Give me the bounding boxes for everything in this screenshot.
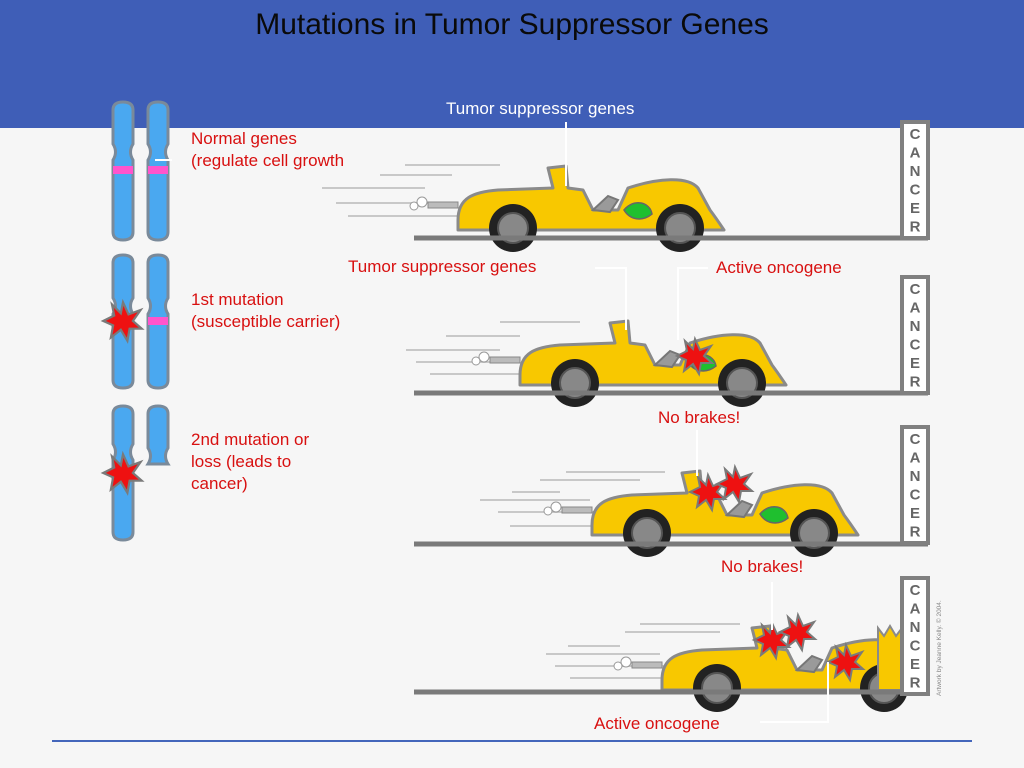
footer-divider bbox=[52, 740, 972, 742]
wall-letter: E bbox=[910, 505, 920, 522]
wall-letter: R bbox=[910, 219, 921, 236]
wall-letter: R bbox=[910, 675, 921, 692]
chromosome-pair-first-mutation bbox=[102, 253, 170, 390]
stage-label-line: 1st mutation (susceptible carrier) bbox=[191, 290, 341, 331]
wall-letter: C bbox=[910, 281, 921, 298]
chromosome-pair-second-mutation bbox=[102, 404, 171, 542]
slide-title: Mutations in Tumor Suppressor Genes bbox=[255, 8, 769, 41]
wall-letter: A bbox=[910, 300, 921, 317]
wall-letter: N bbox=[910, 619, 921, 636]
wall-letter: R bbox=[910, 524, 921, 541]
stage-label-first-mutation: 1st mutation (susceptible carrier) bbox=[191, 289, 340, 333]
stage-label-line: 2nd mutation or loss (leads to cancer) bbox=[191, 430, 310, 493]
label-tumor-suppressor-top: Tumor suppressor genes bbox=[446, 99, 635, 118]
stage-label-line: Normal genes (regulate cell growth bbox=[191, 129, 345, 170]
wall-letter: N bbox=[910, 468, 921, 485]
wall-letter: E bbox=[910, 200, 920, 217]
wall-letter: C bbox=[910, 126, 921, 143]
wall-letter: N bbox=[910, 318, 921, 335]
pointer-line bbox=[677, 267, 708, 340]
crumpled-nose bbox=[877, 624, 903, 691]
chromosome-pair-normal bbox=[111, 100, 172, 242]
wall-letter: A bbox=[910, 145, 921, 162]
header-band bbox=[0, 0, 1024, 128]
wall-letter: A bbox=[910, 601, 921, 618]
artwork-credit: Artwork by Jeanne Kelly. © 2004. bbox=[934, 588, 946, 698]
artwork-credit-text: Artwork by Jeanne Kelly. © 2004. bbox=[936, 600, 943, 696]
stage-label-second-mutation: 2nd mutation or loss (leads to cancer) bbox=[191, 429, 309, 495]
label-no-brakes-row3: No brakes! bbox=[658, 408, 741, 427]
wall-letter: E bbox=[910, 355, 920, 372]
wall-letter: C bbox=[910, 182, 921, 199]
label-no-brakes-row4: No brakes! bbox=[721, 557, 804, 576]
wall-letter: R bbox=[910, 374, 921, 391]
wall-letter: A bbox=[910, 450, 921, 467]
stage-label-normal: Normal genes (regulate cell growth bbox=[191, 128, 344, 172]
pointer-line bbox=[595, 267, 627, 330]
wall-letter: C bbox=[910, 582, 921, 599]
label-active-oncogene-row2: Active oncogene bbox=[716, 258, 842, 277]
pointer-line bbox=[760, 662, 829, 723]
wall-letter: N bbox=[910, 163, 921, 180]
wall-letter: C bbox=[910, 431, 921, 448]
wall-letter: C bbox=[910, 337, 921, 354]
wall-letter: C bbox=[910, 638, 921, 655]
label-tumor-suppressor-row2: Tumor suppressor genes bbox=[348, 257, 537, 276]
wall-letter: E bbox=[910, 656, 920, 673]
wall-letter: C bbox=[910, 487, 921, 504]
label-active-oncogene-row4: Active oncogene bbox=[594, 714, 720, 733]
